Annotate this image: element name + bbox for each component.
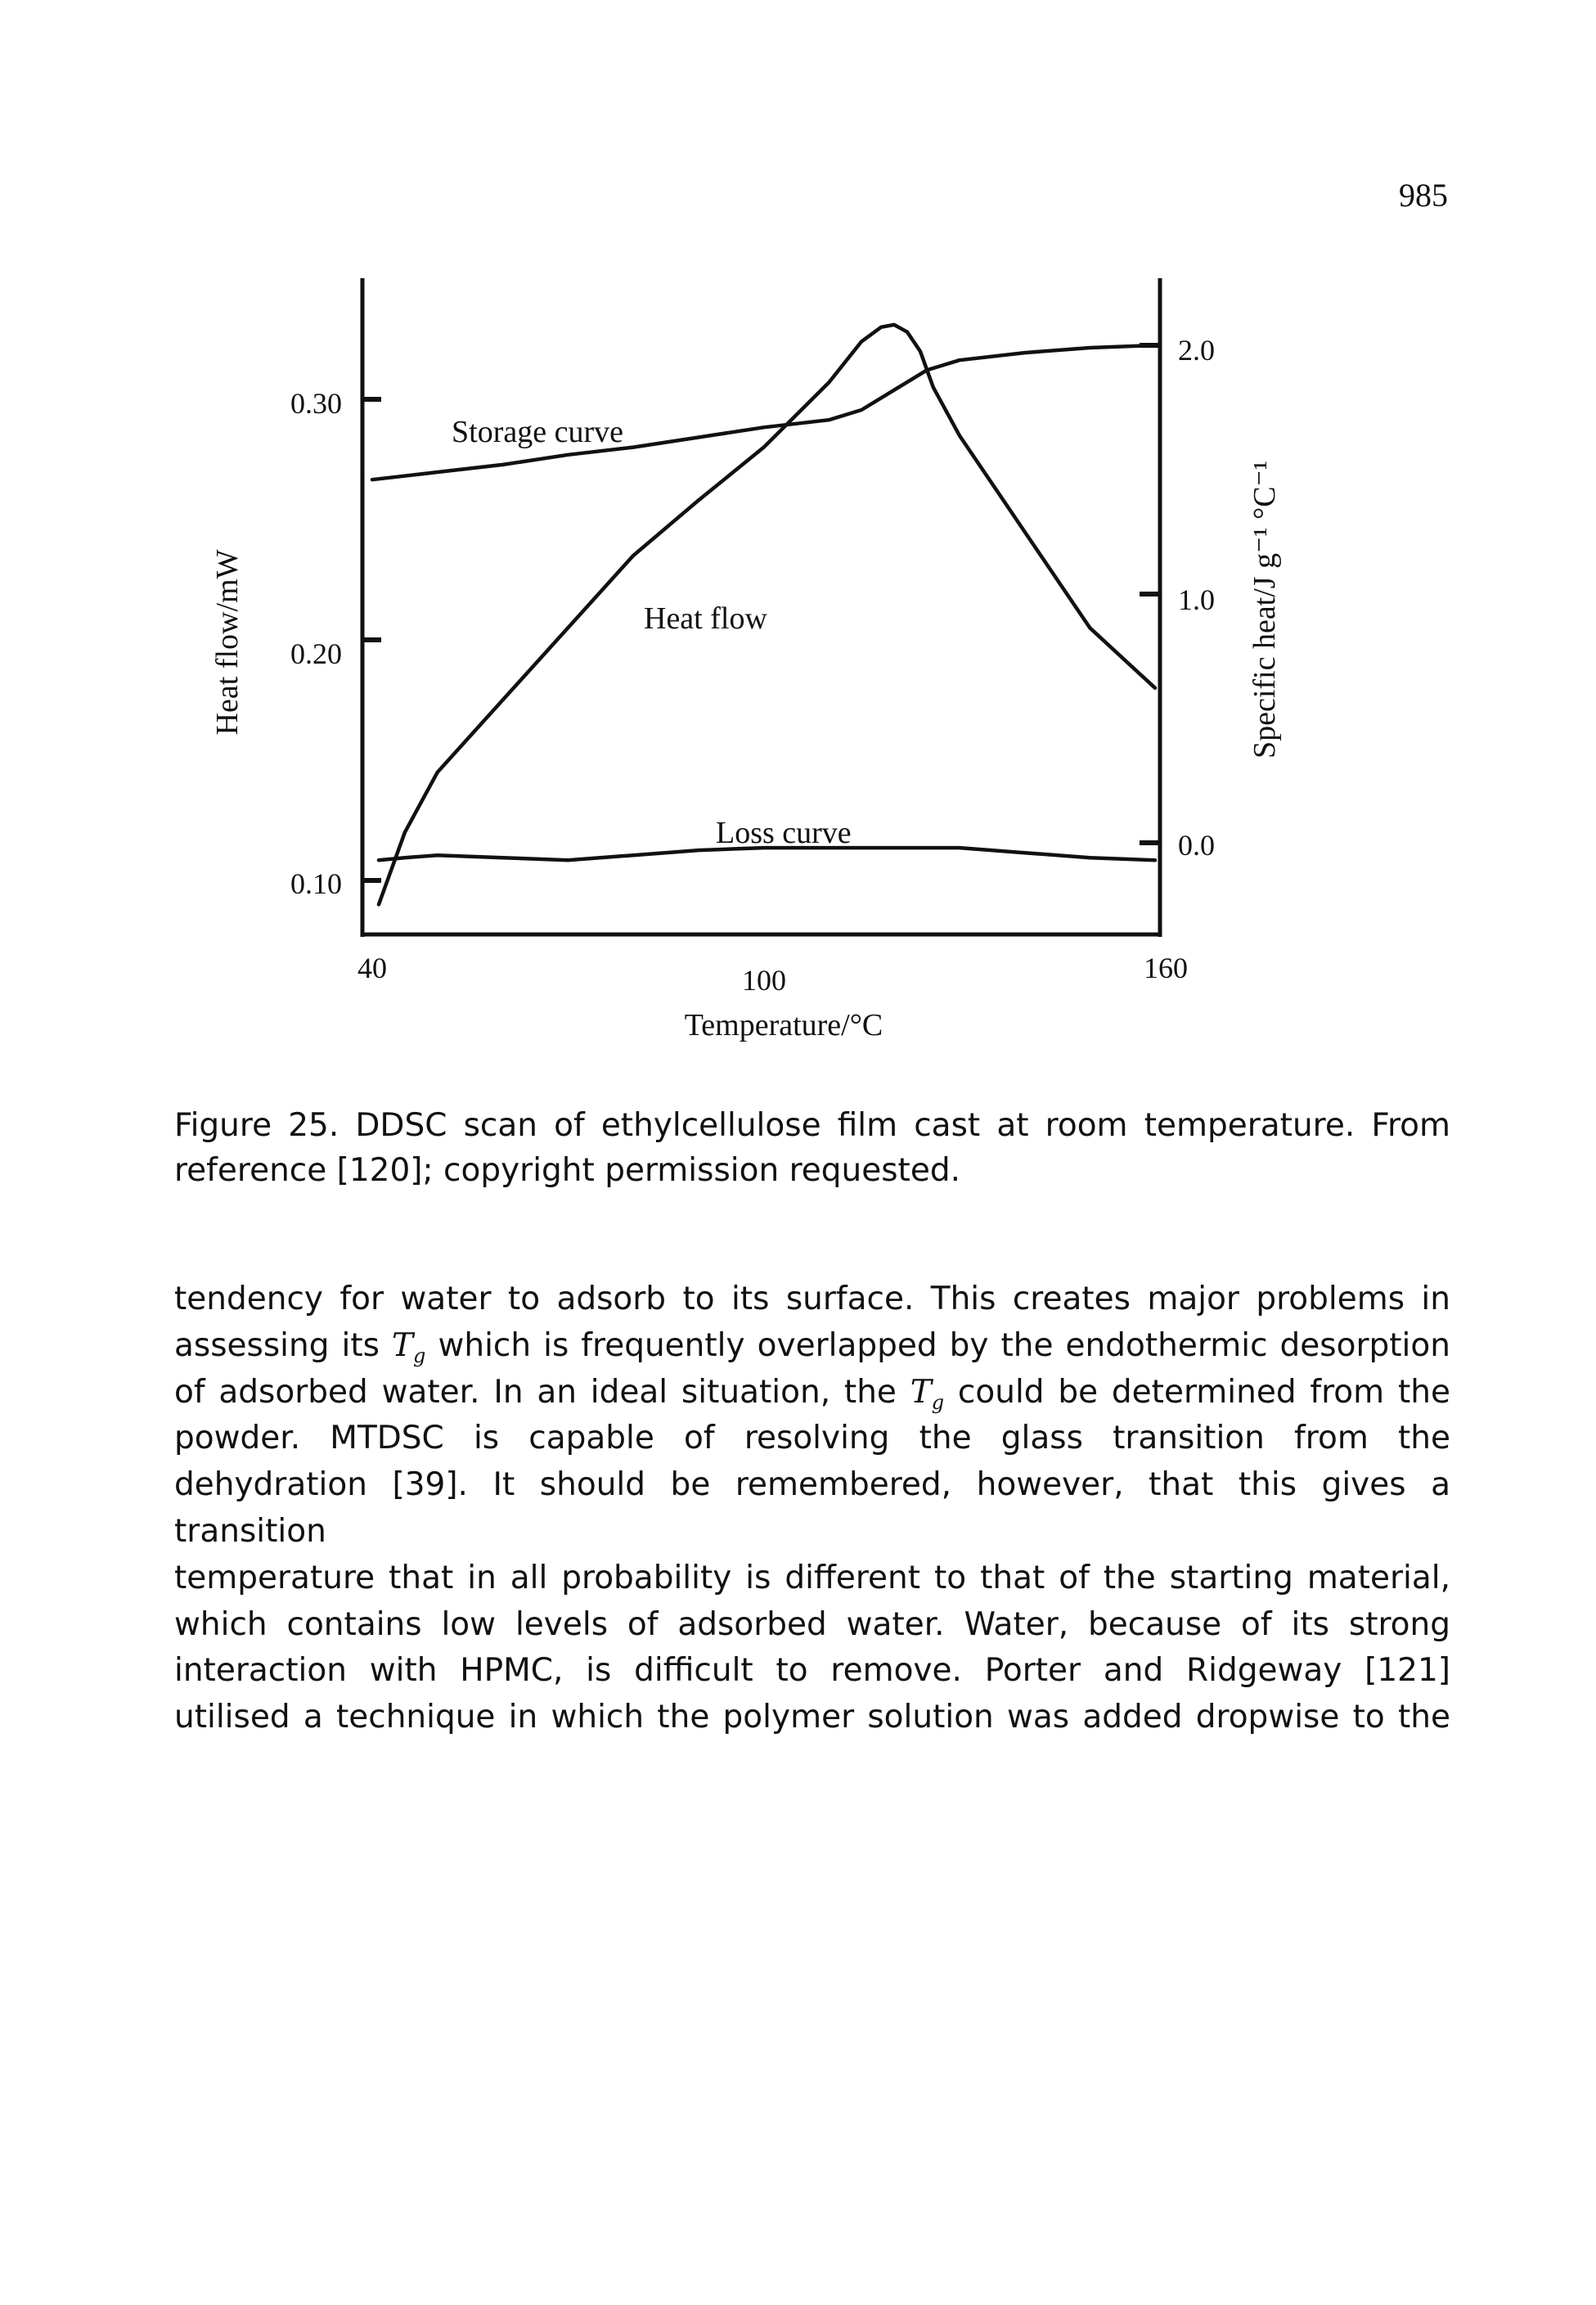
storage-curve-annotation: Storage curve [452, 415, 623, 449]
x-axis-label: Temperature/°C [685, 1008, 883, 1042]
left-tick-label: 0.10 [290, 867, 342, 900]
right-tick-label: 1.0 [1178, 583, 1215, 616]
loss-curve-line [376, 845, 1158, 862]
page-number: 985 [1399, 177, 1448, 214]
heat-flow-annotation: Heat flow [644, 601, 767, 636]
x-tick-label: 40 [357, 952, 387, 984]
y-axis-left-label: Heat flow/mW [210, 549, 245, 735]
body-line: assessing its Tg which is frequently ove… [174, 1323, 1450, 1370]
body-line: of adsorbed water. In an ideal situation… [174, 1370, 1450, 1416]
y-axis-right-label: Specific heat/J g⁻¹ °C⁻¹ [1248, 461, 1282, 759]
right-tick-label: 2.0 [1178, 334, 1215, 367]
tg-symbol: Tg [910, 1373, 945, 1414]
body-fragment: of adsorbed water. In an ideal situation… [174, 1373, 897, 1411]
x-tick-label: 100 [742, 964, 786, 997]
right-tick-label: 0.0 [1178, 829, 1215, 862]
body-line: temperature that in all probability is d… [174, 1559, 1450, 1596]
left-tick-label: 0.20 [290, 637, 342, 670]
dsc-chart: 0.30 0.20 0.10 2.0 1.0 0.0 40 100 160 Te… [210, 278, 1282, 1042]
body-fragment: could be determined from the [957, 1373, 1450, 1411]
tg-symbol: Tg [392, 1326, 426, 1367]
body-line: tendency for water to adsorb to its surf… [174, 1281, 1450, 1317]
body-line: interaction with HPMC, is difficult to r… [174, 1652, 1450, 1690]
body-line: utilised a technique in which the polyme… [174, 1699, 1450, 1736]
body-line: dehydration [39]. It should be remembere… [174, 1466, 1450, 1550]
x-tick-label: 160 [1144, 952, 1188, 984]
heat-flow-line [376, 322, 1158, 907]
body-line: which contains low levels of adsorbed wa… [174, 1605, 1450, 1643]
storage-curve-line [370, 343, 1158, 482]
loss-curve-annotation: Loss curve [716, 816, 852, 850]
body-fragment: which is frequently overlapped by the en… [438, 1326, 1450, 1364]
body-line: powder. MTDSC is capable of resolving th… [174, 1420, 1450, 1457]
body-fragment: assessing its [174, 1326, 380, 1364]
figure-caption: Figure 25. DDSC scan of ethylcellulose f… [174, 1107, 1450, 1189]
body-text: tendency for water to adsorb to its surf… [174, 1276, 1450, 1741]
left-tick-label: 0.30 [290, 387, 342, 420]
